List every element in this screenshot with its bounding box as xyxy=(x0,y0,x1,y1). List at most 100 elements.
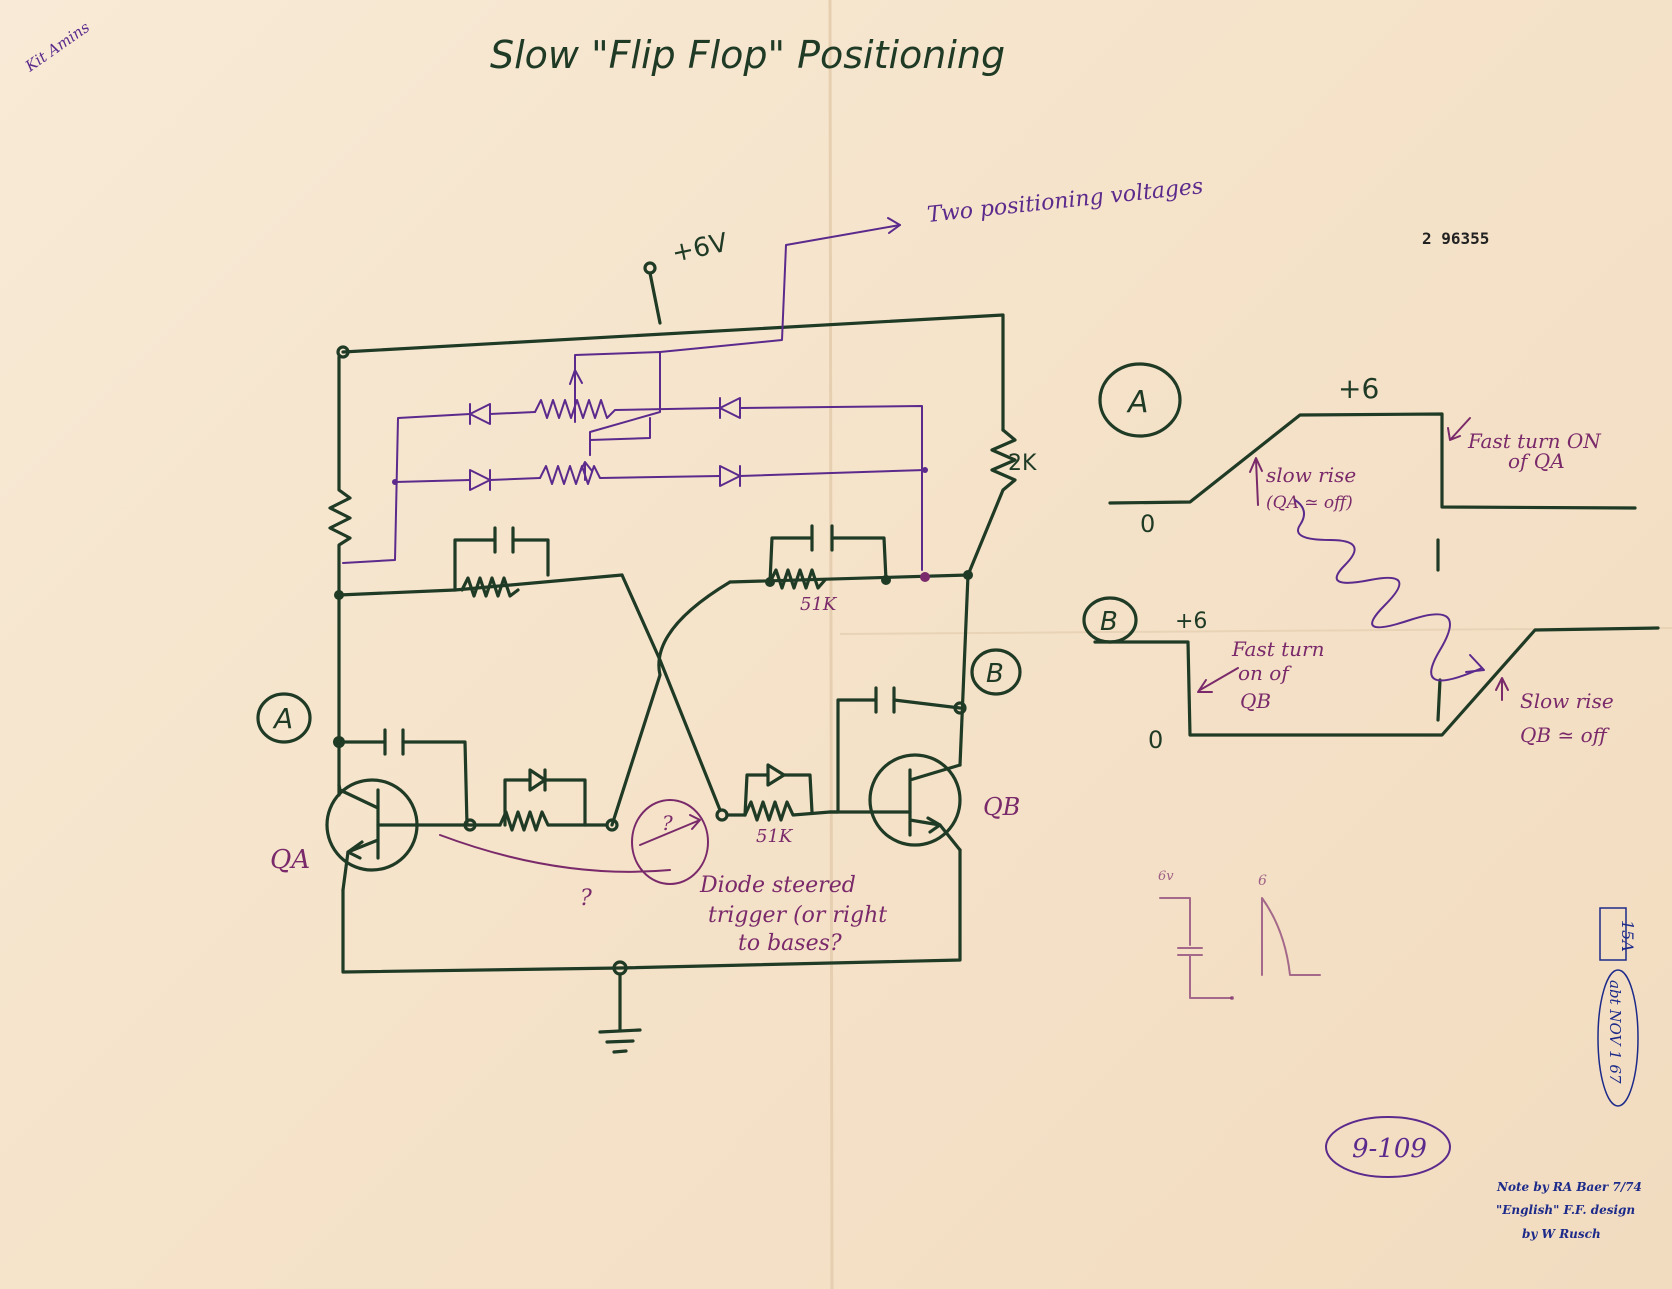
waveform-b-label: B xyxy=(1100,607,1118,637)
collector-b-wire xyxy=(958,573,970,767)
archive-note-line3: by W Rusch xyxy=(1522,1227,1601,1241)
archive-note-line1: Note by RA Baer 7/74 xyxy=(1496,1180,1642,1194)
waveform-a-trace xyxy=(1108,412,1637,510)
waveform-b: B +6 0 Fast turn on of QB Slow rise QB ≃… xyxy=(1082,499,1660,754)
resistor-51k-top-label: 51K xyxy=(800,594,838,615)
circled-id-group: 9-109 xyxy=(1325,1116,1451,1178)
junction-purple-tap xyxy=(920,572,930,582)
sketch-capacitor xyxy=(1159,897,1233,999)
positioning-output-wire xyxy=(659,224,901,353)
resistor-51k-bottom-label: 51K xyxy=(756,826,794,847)
waveform-a-slow-line2: (QA ≃ off) xyxy=(1266,493,1353,513)
waveform-a-fast-line2: of QA xyxy=(1508,449,1565,473)
trigger-note-line2: trigger (or right xyxy=(708,903,887,928)
trigger-circle xyxy=(631,799,709,885)
circled-id-oval xyxy=(1325,1116,1451,1178)
resistor-left-bottom xyxy=(498,810,587,832)
junction-51k-left xyxy=(765,577,775,587)
positioning-pot-lower xyxy=(539,465,721,485)
speedup-cap-a-leads xyxy=(337,740,469,827)
waveform-b-fast-line2: on of xyxy=(1238,661,1292,685)
trigger-note-line1: Diode steered xyxy=(699,873,856,898)
waveform-a-high: +6 xyxy=(1338,372,1379,405)
paper-fold-vertical xyxy=(828,0,834,1289)
positioning-note: Two positioning voltages xyxy=(926,174,1204,228)
transistor-b-label: QB xyxy=(983,793,1020,821)
supply-lead xyxy=(648,271,662,325)
waveform-a-fast-arrow xyxy=(1447,417,1471,441)
node-b-circle xyxy=(970,648,1022,696)
margin-note: Kit Amins xyxy=(21,18,93,76)
waveform-b-fast-arrow xyxy=(1197,667,1239,693)
cap-right-top-leads xyxy=(768,536,888,584)
positioning-junction-right xyxy=(922,467,928,473)
diode-left-bottom xyxy=(528,768,547,792)
resistor-51k-bottom xyxy=(743,800,832,822)
stamp-box xyxy=(1599,907,1627,961)
sketch-pulse xyxy=(1261,897,1321,976)
waveform-a-circle xyxy=(1098,362,1182,438)
cap-left-top xyxy=(493,526,515,554)
flip-flop-circuit: +6V 2K 51K xyxy=(256,228,1037,1054)
trigger-note-line3: to bases? xyxy=(738,931,842,956)
sketch-terminal xyxy=(1230,996,1234,1000)
waveform-b-slow-arrow xyxy=(1495,677,1509,701)
positioning-diode-4 xyxy=(719,465,741,487)
waveform-a-fast-line1: Fast turn ON xyxy=(1467,429,1602,453)
base-a-node xyxy=(463,818,477,832)
date-stamp-oval xyxy=(1597,969,1639,1107)
trigger-arrow xyxy=(639,814,701,846)
trigger-scribble xyxy=(439,834,671,873)
transistor-a-label: QA xyxy=(270,845,310,875)
waveform-b-fast-line3: QB xyxy=(1240,689,1271,713)
node-b-label: B xyxy=(986,659,1004,689)
waveform-timing-tick-lower xyxy=(1436,678,1442,722)
interaction-arrow-head xyxy=(1465,654,1485,673)
resistor-51k-top xyxy=(768,568,827,590)
stamp-box-group: 15A xyxy=(1599,907,1637,961)
date-stamp: abt NOV 1 67 xyxy=(1606,980,1624,1084)
resistor-2k-label: 2K xyxy=(1008,451,1037,476)
wiper-upper-arrow xyxy=(569,369,583,385)
waveform-b-slow-line2: QB ≃ off xyxy=(1520,723,1611,747)
positioning-diode-2 xyxy=(719,397,741,419)
positioning-output-arrow xyxy=(887,217,901,234)
waveform-b-low: 0 xyxy=(1148,726,1163,754)
waveform-b-slow-line1: Slow rise xyxy=(1520,689,1614,713)
positioning-bus-lower-right xyxy=(739,469,926,477)
waveform-a: A +6 0 Fast turn ON of QA slow rise (QA … xyxy=(1098,362,1637,538)
waveform-b-fast-line1: Fast turn xyxy=(1231,637,1324,661)
positioning-bus-lower-left xyxy=(394,477,541,483)
node-a-label: A xyxy=(272,702,293,735)
positioning-diode-1 xyxy=(469,403,491,425)
waveform-b-high: +6 xyxy=(1175,609,1207,634)
transistor-qa xyxy=(325,778,419,892)
junction-51k-right xyxy=(881,575,891,585)
speedup-cap-b xyxy=(874,686,896,714)
paper-fold-horizontal xyxy=(839,627,1672,635)
rail-terminal-left xyxy=(336,345,350,359)
sketch-volt-b: 6 xyxy=(1258,873,1267,889)
speedup-cap-b-leads xyxy=(828,698,962,814)
diode-right-bottom-leads xyxy=(743,773,814,817)
wiper-lower xyxy=(589,417,651,456)
ground-icon xyxy=(598,972,642,1054)
node-a-circle xyxy=(256,692,312,744)
date-stamp-group: abt NOV 1 67 xyxy=(1597,969,1639,1107)
cross-coupler-1 xyxy=(620,573,722,812)
question-mark-1: ? xyxy=(662,811,673,835)
speedup-cap-a xyxy=(383,728,405,756)
positioning-bus-upper-left xyxy=(342,411,536,564)
waveform-a-slow-arrow xyxy=(1249,457,1263,506)
ground-rail xyxy=(341,848,962,974)
waveform-a-label: A xyxy=(1126,385,1149,420)
serial-number: 2 96355 xyxy=(1422,229,1489,248)
wiper-upper xyxy=(574,351,661,456)
load-resistor-2k xyxy=(966,428,1017,577)
wiper-lower-arrow xyxy=(579,461,593,481)
cap-left-top-leads xyxy=(453,538,550,592)
stamp-box-label: 15A xyxy=(1618,920,1637,952)
sketch-volt-a: 6v xyxy=(1158,869,1174,884)
